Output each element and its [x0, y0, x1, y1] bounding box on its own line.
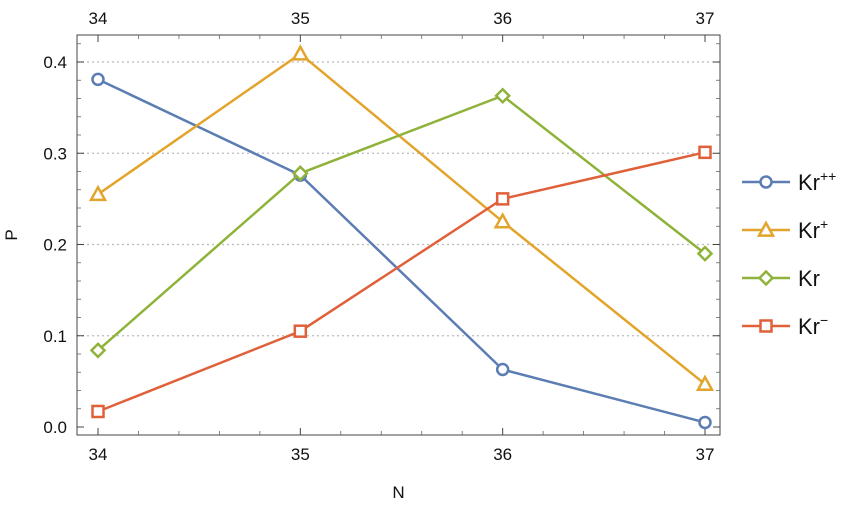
axis-ticks — [77, 35, 720, 435]
x-tick-label-top-2: 36 — [493, 9, 512, 28]
plot-frame — [76, 34, 721, 436]
x-tick-labels: 34 35 36 37 — [89, 445, 715, 464]
legend-label-sup-1: + — [820, 216, 828, 232]
x-tick-label-3: 37 — [696, 445, 715, 464]
series-1-point-1 — [291, 44, 310, 61]
series-group — [88, 44, 715, 430]
y-tick-label-2: 0.2 — [43, 236, 67, 255]
y-axis-label: P — [2, 229, 21, 240]
series-1-point-2 — [493, 212, 512, 229]
x-tick-label-0: 34 — [89, 445, 108, 464]
legend-item-3: Kr− — [742, 312, 828, 339]
series-3-point-3 — [698, 145, 712, 160]
legend-marker-0 — [759, 175, 773, 189]
x-axis-label: N — [392, 483, 404, 502]
y-tick-labels: 0.0 0.1 0.2 0.3 0.4 — [43, 53, 67, 437]
series-2 — [89, 87, 714, 359]
series-3 — [91, 145, 712, 419]
x-tick-label-top-1: 35 — [291, 9, 310, 28]
legend-item-1: Kr+ — [742, 216, 828, 243]
series-line-1 — [97, 52, 706, 386]
y-tick-label-3: 0.3 — [43, 144, 67, 163]
series-1-point-0 — [88, 184, 108, 202]
series-1 — [88, 44, 715, 391]
x-tick-label-2: 36 — [493, 445, 512, 464]
series-3-point-0 — [91, 404, 105, 419]
x-tick-label-top-0: 34 — [89, 9, 108, 28]
legend-label-0: Kr++ — [798, 168, 836, 195]
legend-label-sup-3: − — [820, 312, 828, 328]
series-2-point-3 — [696, 245, 714, 262]
series-2-point-2 — [494, 87, 511, 105]
legend-label-3: Kr− — [798, 312, 828, 339]
series-3-point-1 — [293, 324, 308, 338]
series-2-point-1 — [292, 165, 309, 182]
series-line-3 — [97, 151, 706, 413]
gridlines — [77, 61, 720, 337]
series-0-point-2 — [495, 362, 510, 377]
y-tick-label-4: 0.4 — [43, 53, 67, 72]
series-line-0 — [97, 78, 706, 424]
legend-marker-3 — [759, 319, 773, 333]
legend-item-0: Kr++ — [742, 168, 836, 195]
legend-marker-2 — [757, 269, 775, 287]
legend-marker-1 — [756, 220, 776, 237]
legend-label-1: Kr+ — [798, 216, 828, 243]
x-tick-labels-top: 34 35 36 37 — [89, 9, 715, 28]
series-0-point-3 — [698, 415, 712, 430]
series-3-point-2 — [495, 192, 510, 206]
y-tick-label-1: 0.1 — [43, 327, 67, 346]
series-1-point-3 — [695, 374, 715, 391]
legend-label-sup-0: ++ — [820, 168, 836, 184]
x-tick-label-1: 35 — [291, 445, 310, 464]
x-tick-label-top-3: 37 — [696, 9, 715, 28]
series-2-point-0 — [89, 342, 107, 359]
legend-label-2: Kr — [798, 266, 820, 291]
series-0-point-0 — [91, 72, 105, 87]
series-0 — [91, 72, 712, 430]
legend-item-2: Kr — [742, 266, 820, 291]
y-tick-label-0: 0.0 — [43, 418, 67, 437]
